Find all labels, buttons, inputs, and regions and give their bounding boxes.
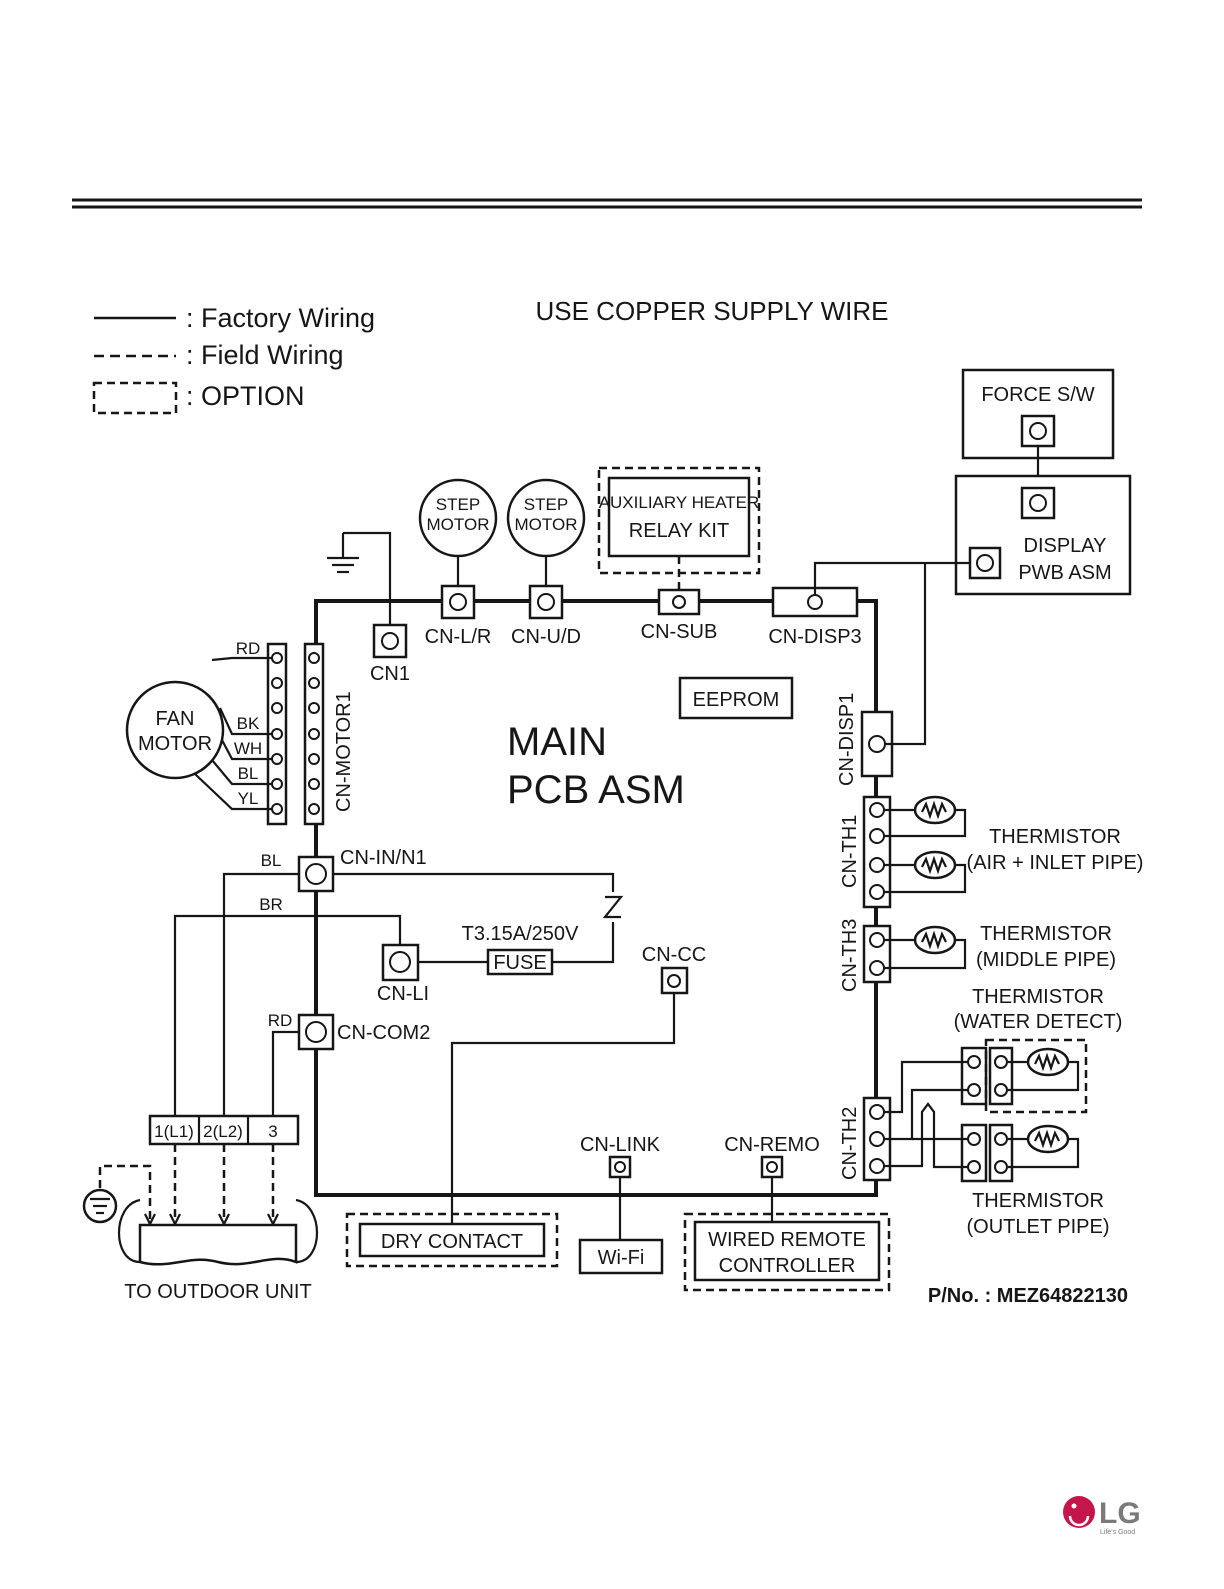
thermistor-middle-line1: THERMISTOR [980,923,1112,945]
eeprom-box [678,676,794,720]
lg-logo-text: LG [1099,1497,1141,1530]
part-number: P/No. : MEZ64822130 [928,1285,1128,1307]
wire-label-bl: BL [238,764,259,783]
cn1-label: CN1 [370,663,410,685]
lg-logo-tagline: Life's Good [1100,1529,1135,1536]
wire-label-br: BR [259,895,283,914]
step-motor-2-line1: STEP [524,495,568,514]
display-pwb-line2: PWB ASM [1018,562,1111,584]
dry-contact-option-box [345,1212,559,1268]
thermistor-air-icon [913,795,957,880]
wired-remote-line2: CONTROLLER [719,1255,856,1277]
wire-label-bl-power: BL [261,851,282,870]
step-motor-2-line2: MOTOR [515,515,578,534]
wifi-box [578,1238,664,1275]
wifi-label: Wi-Fi [598,1247,645,1269]
main-pcb-label-line1: MAIN [507,720,607,764]
cn-disp3-label: CN-DISP3 [768,626,861,648]
ground-wire [343,531,392,625]
cn-cc-label: CN-CC [642,944,706,966]
cn-link-label: CN-LINK [580,1134,661,1156]
cn-th3-label: CN-TH3 [839,919,861,992]
legend-option-label: : OPTION [186,381,305,411]
wire-label-rd: RD [236,639,261,658]
ground-symbol-top [327,533,359,574]
outdoor-unit-symbol [118,1198,318,1266]
cn-lr-label: CN-L/R [425,626,492,648]
dry-contact-label: DRY CONTACT [381,1231,523,1253]
cn-remo-label: CN-REMO [724,1134,820,1156]
lg-logo: LG Life's Good [1063,1496,1141,1536]
wired-remote-option-box [683,1212,891,1292]
step-motor-1-line2: MOTOR [427,515,490,534]
eeprom-label: EEPROM [693,689,780,711]
cn-ud-label: CN-U/D [511,626,581,648]
motor-pins [271,652,320,815]
cn-in-n1-label: CN-IN/N1 [340,847,427,869]
lg-logo-icon [1063,1496,1095,1528]
outdoor-field-wires [98,1144,279,1227]
fan-motor-line2: MOTOR [138,733,212,755]
step-motor-1-line1: STEP [436,495,480,514]
varistor-symbol [602,895,624,919]
header-rule [72,198,1142,209]
thermistor-water-line2: (WATER DETECT) [954,1011,1123,1033]
legend-field-label: : Field Wiring [186,340,344,370]
thermistor-water-line1: THERMISTOR [972,986,1104,1008]
neutral-wire [333,872,615,892]
legend-factory-label: : Factory Wiring [186,303,375,333]
display-pwb-line1: DISPLAY [1024,535,1107,557]
cn-disp1-label: CN-DISP1 [836,693,858,786]
aux-heater-box [607,476,751,558]
terminal-1-label: 1(L1) [154,1122,194,1141]
legend: : Factory Wiring : Field Wiring : OPTION [92,303,375,415]
cn-motor1-label: CN-MOTOR1 [333,691,355,812]
dry-contact-wire [450,993,676,1225]
legend-option-box [92,381,178,415]
wire-label-yl: YL [238,789,259,808]
rd-wire [271,1030,299,1116]
br-wire [173,914,402,1116]
wire-label-rd-power: RD [268,1011,293,1030]
wire-label-bk: BK [237,714,260,733]
wired-remote-box [693,1220,881,1282]
header-note: USE COPPER SUPPLY WIRE [535,296,888,326]
thermistor-outlet-line2: (OUTLET PIPE) [967,1216,1110,1238]
bl-wire [222,872,299,1116]
to-outdoor-label: TO OUTDOOR UNIT [124,1281,311,1303]
dry-contact-box [358,1222,546,1258]
fuse-label: FUSE [493,952,546,974]
force-sw-label: FORCE S/W [981,384,1094,406]
thermistor-air-wires [884,808,967,894]
wired-remote-line1: WIRED REMOTE [708,1229,866,1251]
water-detect-option-box [984,1038,1088,1114]
aux-heater-line1: AUXILIARY HEATER [599,493,760,512]
thermistor-air-line2: (AIR + INLET PIPE) [967,852,1144,874]
fan-motor-wires [194,656,272,811]
wire-label-wh: WH [234,739,262,758]
cn-li-label: CN-LI [377,983,429,1005]
thermistor-middle-line2: (MIDDLE PIPE) [976,949,1116,971]
thermistor-outlet-line1: THERMISTOR [972,1190,1104,1212]
fan-motor [125,680,225,780]
cn-th2-wires [884,1060,968,1169]
fan-motor-line1: FAN [156,708,195,730]
cn-th2-label: CN-TH2 [839,1107,861,1180]
aux-heater-line2: RELAY KIT [629,520,729,542]
thermistor-air-line1: THERMISTOR [989,826,1121,848]
main-pcb-label-line2: PCB ASM [507,768,685,812]
fuse-rating-label: T3.15A/250V [462,923,579,945]
terminal-3-label: 3 [268,1122,277,1141]
cn-th1-label: CN-TH1 [839,815,861,888]
cn-com2-label: CN-COM2 [337,1022,430,1044]
ground-symbol-outdoor [82,1188,118,1224]
cn-sub-label: CN-SUB [641,621,718,643]
terminal-2-label: 2(L2) [203,1122,243,1141]
